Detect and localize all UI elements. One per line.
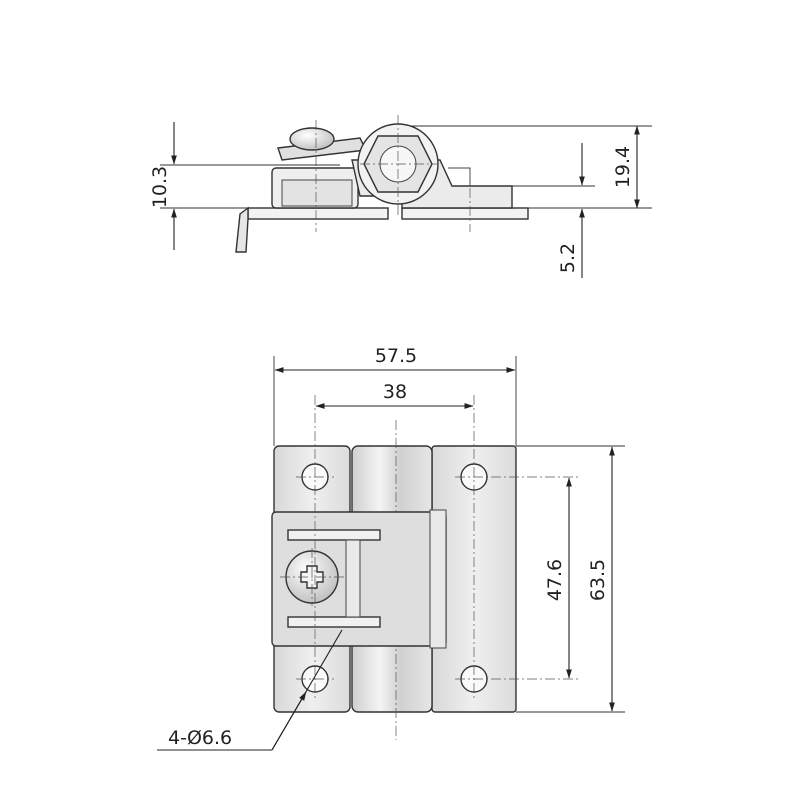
side-left-plate xyxy=(247,207,389,220)
hole-callout-text: 4-Ø6.6 xyxy=(168,727,232,749)
dim-overall-width: 57.5 xyxy=(375,345,417,367)
front-slider-bar-top xyxy=(287,529,381,541)
side-screw-head xyxy=(289,127,335,151)
side-right-plate xyxy=(401,207,529,220)
dim-height-right: 19.4 xyxy=(612,146,634,188)
dim-hole-spacing-vertical: 47.6 xyxy=(544,559,566,601)
dim-height-left: 10.3 xyxy=(149,166,171,208)
dim-hole-spacing-horizontal: 38 xyxy=(383,381,407,403)
hole-callout: 4-Ø6.6 xyxy=(157,629,343,751)
front-view: 57.5 38 47.6 63.5 4-Ø6.6 xyxy=(157,345,625,751)
dim-overall-height: 63.5 xyxy=(587,559,609,601)
side-bent-tab xyxy=(235,206,249,253)
dim-offset-right: 5.2 xyxy=(557,243,579,273)
side-view: 10.3 19.4 5.2 xyxy=(149,115,652,278)
mounting-holes xyxy=(296,395,580,700)
front-slider-bar-bottom xyxy=(287,616,381,628)
